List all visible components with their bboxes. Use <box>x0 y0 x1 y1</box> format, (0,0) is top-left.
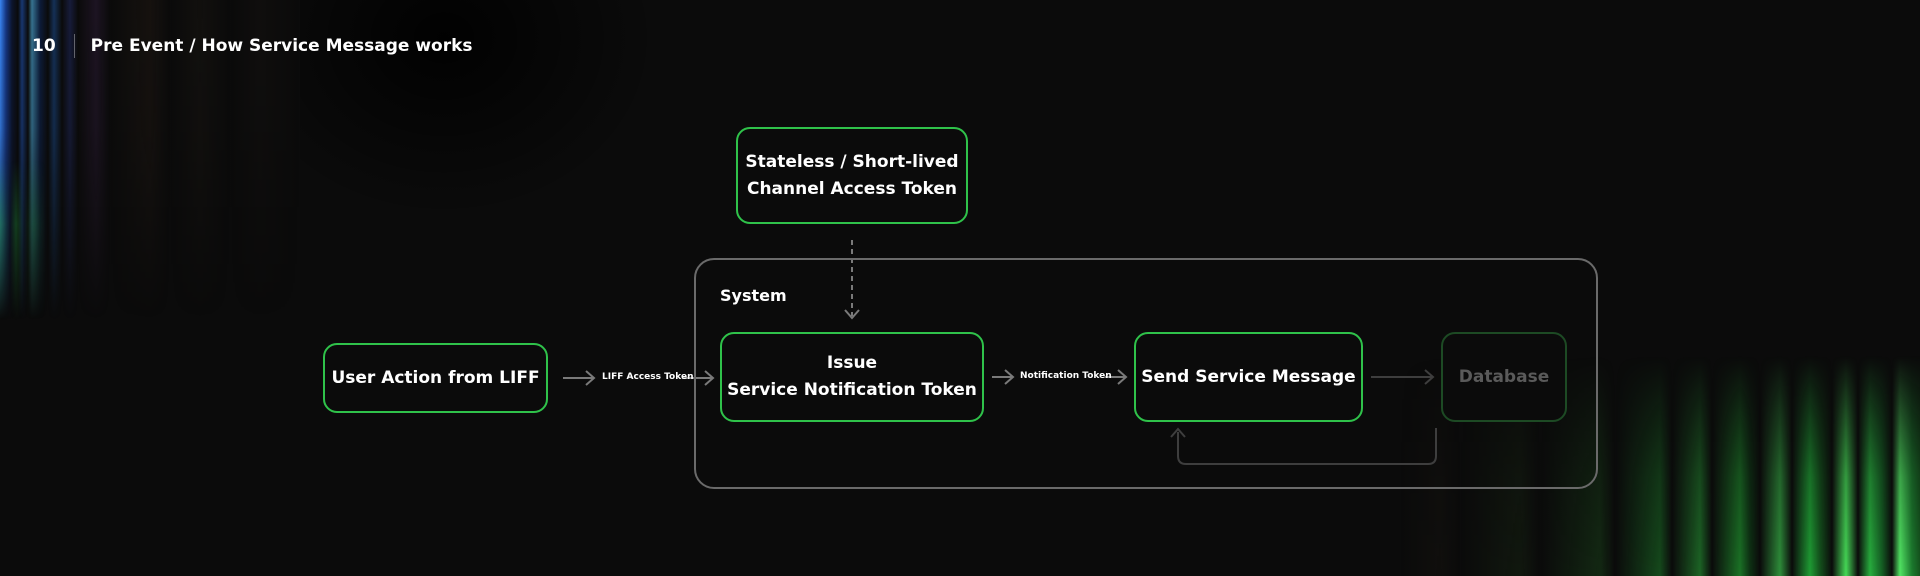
token-node-line2: Channel Access Token <box>746 178 957 199</box>
issue-node-line2: Service Notification Token <box>727 380 977 400</box>
decorative-light-streaks-left-green <box>0 160 120 320</box>
page-number: 10 <box>32 36 56 56</box>
liff-access-token-label: LIFF Access Token <box>602 372 694 382</box>
arrow-liff-label-to-issue-head <box>704 370 715 386</box>
user-action-label: User Action from LIFF <box>331 367 540 388</box>
token-node-line1: Stateless / Short-lived <box>745 151 959 172</box>
arrow-database-to-send-return-head <box>1170 427 1186 438</box>
arrow-notification-label-to-send-head <box>1117 369 1128 385</box>
arrow-user-to-liff-label-head <box>585 370 596 386</box>
notification-token-label: Notification Token <box>1020 371 1112 381</box>
database-label: Database <box>1458 366 1550 387</box>
send-service-message-node: Send Service Message <box>1134 332 1363 422</box>
header-divider <box>73 34 75 58</box>
send-service-message-label: Send Service Message <box>1141 366 1356 387</box>
issue-notification-token-node: Issue Service Notification Token <box>720 332 984 422</box>
system-label: System <box>720 286 787 305</box>
arrow-send-to-database-head <box>1424 369 1435 385</box>
arrow-issue-to-notification-label-head <box>1004 369 1015 385</box>
user-action-node: User Action from LIFF <box>323 343 548 413</box>
issue-node-line1: Issue <box>826 353 878 373</box>
channel-access-token-node: Stateless / Short-lived Channel Access T… <box>736 127 968 224</box>
decorative-shadow <box>300 0 660 220</box>
system-boundary <box>694 258 1598 489</box>
slide-title: Pre Event / How Service Message works <box>90 36 473 56</box>
arrow-database-to-send-return <box>1177 428 1437 465</box>
slide-header: 10 Pre Event / How Service Message works <box>32 34 473 58</box>
database-node: Database <box>1441 332 1567 422</box>
dashed-arrow-token-to-issue-head <box>844 309 860 320</box>
